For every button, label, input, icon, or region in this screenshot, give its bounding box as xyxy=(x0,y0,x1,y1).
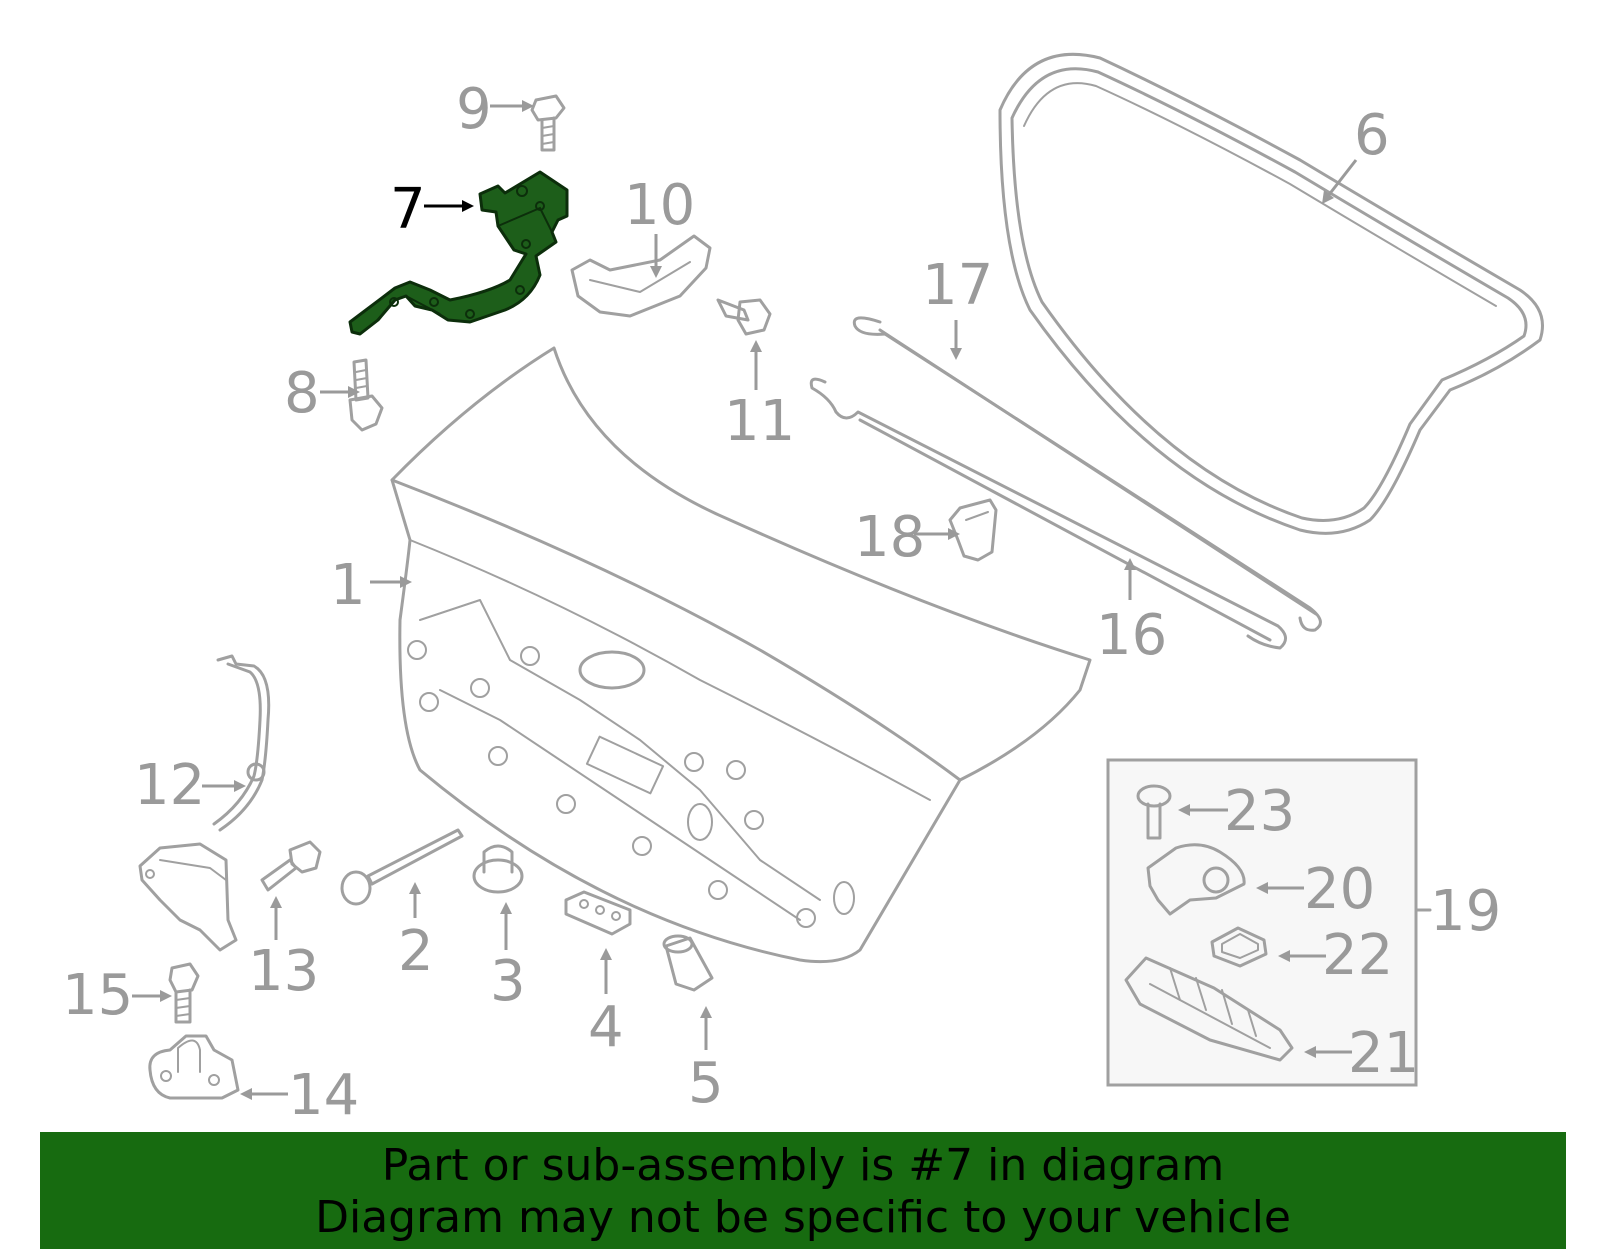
callout-19: 19 xyxy=(1430,879,1501,944)
callout-21: 21 xyxy=(1348,1021,1419,1086)
lens-gasket-22 xyxy=(1210,926,1268,968)
callout-9: 9 xyxy=(456,77,492,142)
callout-17: 17 xyxy=(922,253,993,318)
callout-18: 18 xyxy=(854,505,925,570)
callout-1: 1 xyxy=(330,553,366,618)
callout-8: 8 xyxy=(284,361,320,426)
callout-5: 5 xyxy=(688,1051,724,1116)
stud-2 xyxy=(340,828,464,906)
callout-16: 16 xyxy=(1096,603,1167,668)
callout-4: 4 xyxy=(588,995,624,1060)
info-banner: Part or sub-assembly is #7 in diagram Di… xyxy=(40,1132,1566,1249)
callout-22: 22 xyxy=(1322,923,1393,988)
callout-13: 13 xyxy=(248,939,319,1004)
callout-14: 14 xyxy=(288,1063,359,1128)
bolt-13 xyxy=(260,840,322,892)
callout-3: 3 xyxy=(490,949,526,1014)
bumper-18 xyxy=(948,498,998,562)
callout-7: 7 xyxy=(390,177,426,242)
callout-6: 6 xyxy=(1354,103,1390,168)
callout-11: 11 xyxy=(724,389,795,454)
release-cable-12 xyxy=(212,654,271,832)
lamp-assembly-box-19 xyxy=(1106,758,1432,1087)
weatherstrip-seal xyxy=(998,52,1544,535)
license-lamp-21 xyxy=(1124,956,1294,1062)
trunk-lid xyxy=(390,346,1092,964)
striker-14 xyxy=(148,1034,240,1100)
hinge-part-7 xyxy=(348,170,569,336)
lamp-socket-20 xyxy=(1146,843,1246,916)
bumper-stop-4 xyxy=(564,890,632,936)
support-rods xyxy=(809,316,1322,650)
bracket-10 xyxy=(570,234,712,318)
callout-23: 23 xyxy=(1224,779,1295,844)
bumper-5 xyxy=(662,934,714,992)
callout-15: 15 xyxy=(62,963,133,1028)
callout-10: 10 xyxy=(624,173,695,238)
bolt-8 xyxy=(348,358,384,432)
leader-arrows xyxy=(132,100,1358,1100)
callout-12: 12 xyxy=(134,753,205,818)
trunk-latch xyxy=(138,842,238,952)
screw-23 xyxy=(1136,784,1172,840)
banner-line-1: Part or sub-assembly is #7 in diagram xyxy=(381,1140,1225,1191)
callout-2: 2 xyxy=(398,919,434,984)
banner-line-2: Diagram may not be specific to your vehi… xyxy=(315,1192,1291,1243)
plug-3 xyxy=(472,844,524,894)
bolt-11 xyxy=(716,298,772,336)
bolt-9 xyxy=(530,94,566,152)
callout-20: 20 xyxy=(1304,857,1375,922)
bolt-15 xyxy=(168,962,200,1024)
